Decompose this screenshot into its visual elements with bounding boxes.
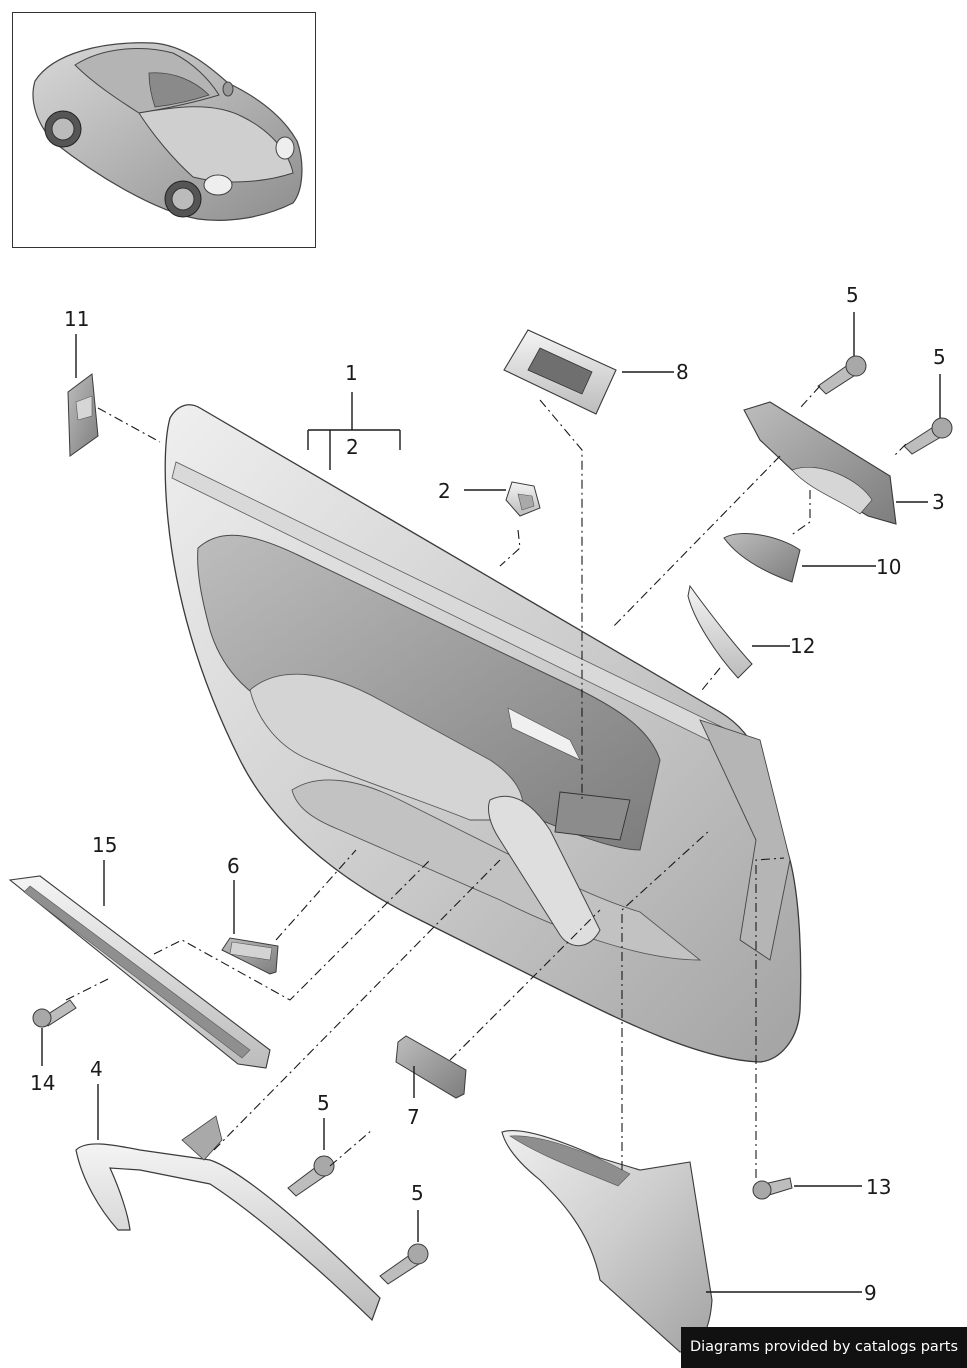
label-9: 9 [864, 1281, 877, 1305]
screw-13 [752, 1177, 793, 1200]
label-14: 14 [30, 1071, 55, 1095]
label-2-clip: 2 [438, 479, 451, 503]
part-15-trim-strip [8, 875, 271, 1069]
label-4: 4 [90, 1057, 103, 1081]
label-8: 8 [676, 360, 689, 384]
label-10: 10 [876, 555, 901, 579]
screw-5-bottom-b [379, 1243, 429, 1285]
label-12: 12 [790, 634, 815, 658]
label-1: 1 [345, 361, 358, 385]
part-9-lower-cover [501, 1130, 713, 1353]
label-5-bottom-a: 5 [317, 1091, 330, 1115]
label-3: 3 [932, 490, 945, 514]
part-3-handle-carrier [743, 401, 897, 525]
screw-5-top-b [903, 417, 953, 455]
door-trim-panel [164, 404, 802, 1063]
part-8-switch-bezel [503, 329, 617, 415]
credit-banner: Diagrams provided by catalogs parts [681, 1327, 967, 1368]
part-7-connector [395, 1035, 467, 1099]
part-4-grab-handle [75, 1115, 381, 1322]
car-thumbnail-image [32, 42, 303, 221]
label-5-top-a: 5 [846, 283, 859, 307]
part-10-handle-cover [723, 533, 801, 583]
label-7: 7 [407, 1105, 420, 1129]
screw-5-bottom-a [287, 1155, 335, 1197]
part-11-bracket [67, 373, 99, 457]
label-5-top-b: 5 [933, 345, 946, 369]
assembly-lines [65, 385, 907, 1178]
label-11: 11 [64, 307, 89, 331]
leader-lines [41, 312, 941, 1293]
part-labels: 11 1 2 2 8 5 5 3 10 12 15 6 14 4 7 5 5 1… [30, 283, 946, 1305]
part-2-clip [505, 481, 541, 517]
label-13: 13 [866, 1175, 891, 1199]
label-2-bracket: 2 [346, 435, 359, 459]
screw-14 [32, 999, 77, 1028]
label-5-bottom-b: 5 [411, 1181, 424, 1205]
vehicle-thumbnail-frame [12, 12, 316, 248]
screw-5-top-a [817, 355, 867, 395]
label-15: 15 [92, 833, 117, 857]
part-6-switch [221, 937, 279, 975]
label-6: 6 [227, 854, 240, 878]
part-12-trim-piece [687, 584, 753, 679]
